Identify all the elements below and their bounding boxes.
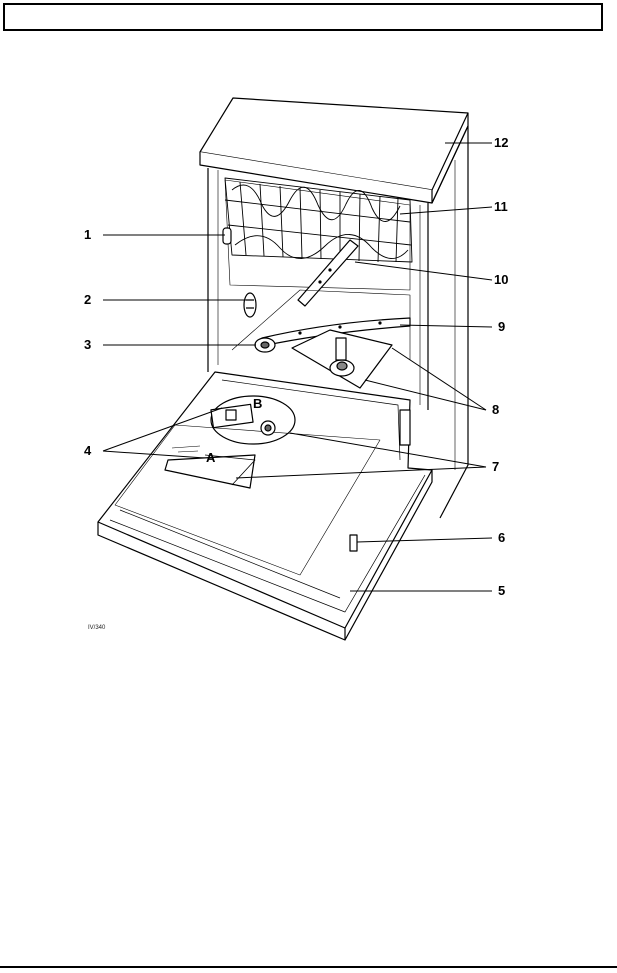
callout-2: 2 xyxy=(84,293,91,307)
door-inner xyxy=(98,372,432,628)
basket-runner xyxy=(223,228,231,244)
callout-1: 1 xyxy=(84,228,91,242)
callout-4: 4 xyxy=(84,444,91,458)
callout-7: 7 xyxy=(492,460,499,474)
callout-11: 11 xyxy=(494,200,508,214)
footer-rule xyxy=(0,966,617,968)
callout-5: 5 xyxy=(498,584,505,598)
label-a: A xyxy=(206,451,215,465)
figure-code: IV/340 xyxy=(88,625,105,631)
door-hinge xyxy=(350,535,357,551)
callout-3: 3 xyxy=(84,338,91,352)
cabinet-side xyxy=(432,126,468,518)
callout-8: 8 xyxy=(492,403,499,417)
upper-spray-arm xyxy=(298,240,358,306)
callout-6: 6 xyxy=(498,531,505,545)
label-b: B xyxy=(253,397,262,411)
callout-12: 12 xyxy=(494,136,508,150)
callout-9: 9 xyxy=(498,320,505,334)
callout-10: 10 xyxy=(494,273,508,287)
rinse-aid-cap xyxy=(244,293,256,317)
